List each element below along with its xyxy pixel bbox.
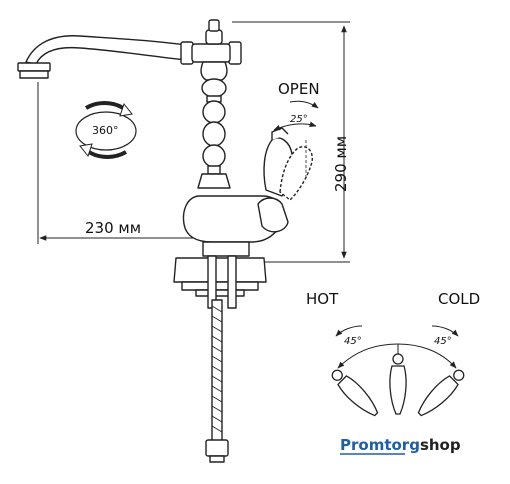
logo-brand-text: Promtorg bbox=[340, 436, 420, 454]
column-bead-4 bbox=[202, 144, 226, 168]
hot-angle-label: 45° bbox=[344, 336, 362, 347]
base-collar bbox=[202, 241, 250, 257]
mix-handles bbox=[331, 353, 465, 417]
column-bead-2 bbox=[202, 100, 226, 124]
column-bead-3 bbox=[202, 121, 226, 147]
hose-braid bbox=[211, 305, 223, 433]
top-knob bbox=[205, 29, 223, 45]
promtorgshop-logo: Promtorgshop bbox=[340, 436, 461, 455]
open-angle-arc bbox=[273, 121, 317, 131]
hose-fitting-end bbox=[209, 455, 225, 463]
lever-base bbox=[257, 197, 289, 233]
aerator-top bbox=[17, 62, 51, 72]
hub-left-cap bbox=[180, 41, 194, 65]
mounting-nut bbox=[195, 289, 245, 297]
center-handle-knob bbox=[392, 353, 404, 365]
hot-handle bbox=[337, 375, 379, 417]
cold-arrow bbox=[431, 325, 459, 337]
center-handle bbox=[389, 365, 407, 415]
cold-angle-label: 45° bbox=[434, 336, 452, 347]
open-label: OPEN bbox=[278, 80, 320, 98]
height-dimension-label: 290 мм bbox=[332, 136, 350, 192]
hub-right-cap bbox=[228, 41, 242, 65]
rotation-arrowhead-top bbox=[119, 102, 133, 117]
rotation-label: 360° bbox=[92, 124, 119, 137]
column-base-flare bbox=[197, 173, 231, 189]
open-angle-label: 25° bbox=[290, 114, 308, 125]
column-bead-1 bbox=[201, 78, 227, 98]
width-dimension-label: 230 мм bbox=[85, 219, 141, 237]
mounting-stud bbox=[227, 255, 237, 309]
dimension-lines bbox=[37, 21, 350, 263]
rotation-ellipse bbox=[75, 111, 137, 151]
rotation-arrowhead-bottom bbox=[79, 143, 93, 158]
cold-handle-knob bbox=[453, 369, 465, 381]
hot-arrow bbox=[335, 325, 363, 337]
aerator-bottom bbox=[19, 70, 49, 79]
countertop-flange bbox=[173, 257, 267, 283]
mounting-plate bbox=[181, 281, 259, 291]
cold-label: COLD bbox=[438, 290, 480, 308]
spout bbox=[25, 35, 187, 65]
hose-fitting bbox=[205, 439, 229, 457]
top-finial bbox=[208, 19, 220, 32]
hot-handle-knob bbox=[331, 369, 343, 381]
lever-handle-open bbox=[279, 146, 313, 201]
column-neck-2 bbox=[207, 165, 221, 175]
rotation-symbol: 360° bbox=[75, 101, 137, 159]
cold-handle bbox=[417, 375, 459, 417]
hot-label: HOT bbox=[306, 290, 339, 308]
svg-text:Promtorgshop: Promtorgshop bbox=[340, 436, 461, 454]
logo-suffix-text: shop bbox=[420, 436, 461, 454]
spout-hub bbox=[191, 43, 231, 63]
open-arrow bbox=[289, 100, 319, 109]
faucet-outline bbox=[17, 19, 313, 463]
column-collar-upper bbox=[200, 61, 228, 81]
